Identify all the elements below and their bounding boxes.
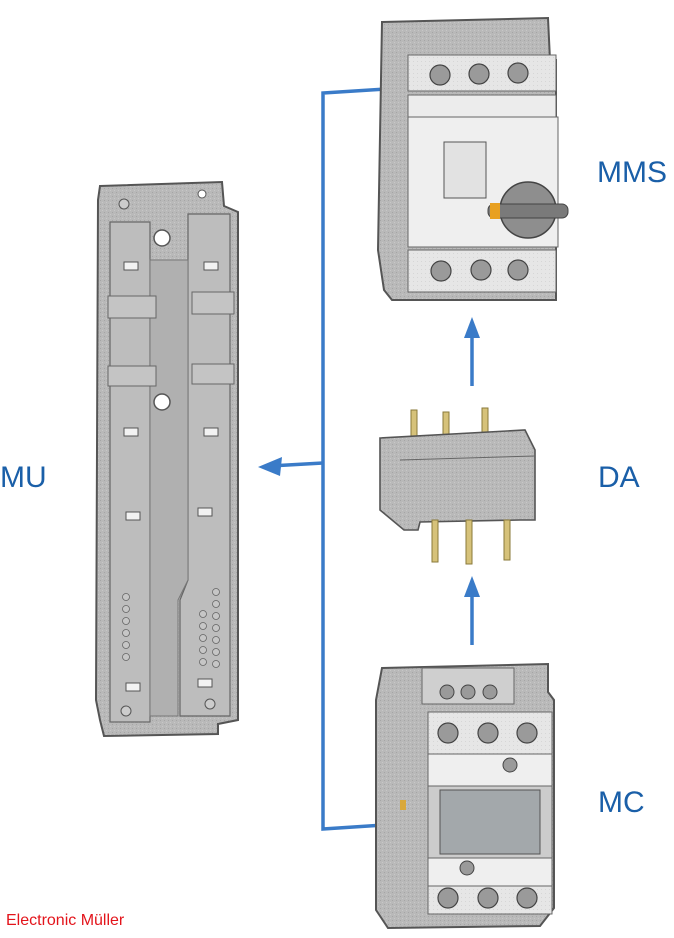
- mu-base-plate: [94, 180, 239, 738]
- da-adapter: [379, 407, 536, 565]
- mc-contactor: [375, 662, 555, 930]
- label-mu: MU: [0, 461, 47, 494]
- label-da: DA: [598, 461, 640, 494]
- arrow-head-to-mms: [464, 317, 480, 338]
- credit-text: Electronic Müller: [6, 912, 125, 929]
- arrow-head-to-da: [464, 576, 480, 597]
- mounting-hole: [153, 229, 171, 247]
- label-mc: MC: [598, 786, 645, 819]
- arrow-head-to-mu: [258, 457, 282, 476]
- yellow-indicator: [400, 800, 406, 810]
- mms-device: [376, 16, 569, 301]
- label-mms: MMS: [597, 156, 667, 189]
- mounting-hole: [153, 393, 171, 411]
- orange-indicator: [490, 203, 500, 219]
- contactor-window: [439, 789, 541, 855]
- bracket-line: [321, 87, 387, 831]
